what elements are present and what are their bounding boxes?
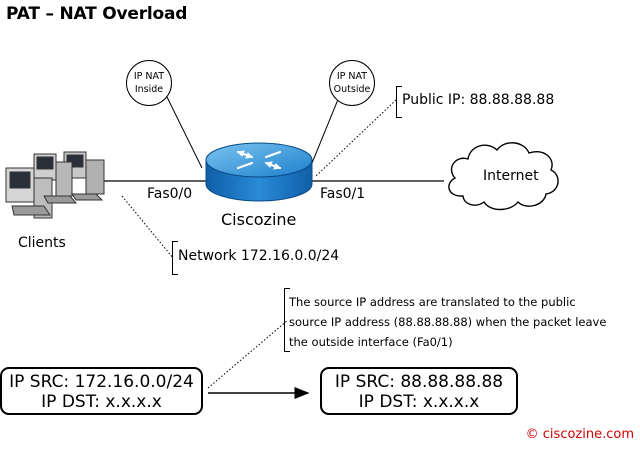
translation-note: The source IP address are translated to … <box>289 292 634 352</box>
note-line-2: source IP address (88.88.88.88) when the… <box>289 315 607 329</box>
note-line-1: The source IP address are translated to … <box>289 295 576 309</box>
public-ip-bracket <box>396 86 402 118</box>
nat-outside-bubble: IP NAT Outside <box>329 60 375 106</box>
nat-outside-line2: Outside <box>333 84 371 95</box>
pointer-inside <box>166 96 203 169</box>
leader-public-ip <box>315 99 397 177</box>
packet-before-dst: IP DST: x.x.x.x <box>41 392 162 412</box>
client-computers-icon <box>5 151 105 219</box>
note-bracket <box>284 288 290 352</box>
leader-note <box>207 319 289 389</box>
packet-after-src: IP SRC: 88.88.88.88 <box>334 372 504 392</box>
nat-inside-line1: IP NAT <box>133 71 165 82</box>
packet-after-box: IP SRC: 88.88.88.88 IP DST: x.x.x.x <box>320 367 518 415</box>
packet-before-box: IP SRC: 172.16.0.0/24 IP DST: x.x.x.x <box>0 367 203 415</box>
public-ip-label: Public IP: 88.88.88.88 <box>402 92 555 108</box>
nat-inside-bubble: IP NAT Inside <box>126 60 172 106</box>
leader-network <box>121 195 174 259</box>
router-icon <box>205 142 313 202</box>
nat-outside-line1: IP NAT <box>336 71 368 82</box>
internet-label: Internet <box>483 168 539 184</box>
packet-before-src: IP SRC: 172.16.0.0/24 <box>9 372 194 392</box>
pointer-outside <box>309 96 340 169</box>
note-line-3: the outside interface (Fa0/1) <box>289 335 453 349</box>
copyright-text: © ciscozine.com <box>525 427 634 442</box>
packet-after-dst: IP DST: x.x.x.x <box>358 392 480 412</box>
clients-label: Clients <box>18 235 66 251</box>
diagram-title: PAT – NAT Overload <box>6 4 188 24</box>
interface-fas00-label: Fas0/0 <box>147 186 193 202</box>
network-bracket <box>172 241 178 275</box>
router-name-label: Ciscozine <box>221 210 297 229</box>
network-label: Network 172.16.0.0/24 <box>178 248 340 264</box>
nat-inside-line2: Inside <box>134 84 164 95</box>
internet-cloud-icon <box>448 142 559 211</box>
interface-fas01-label: Fas0/1 <box>320 186 366 202</box>
